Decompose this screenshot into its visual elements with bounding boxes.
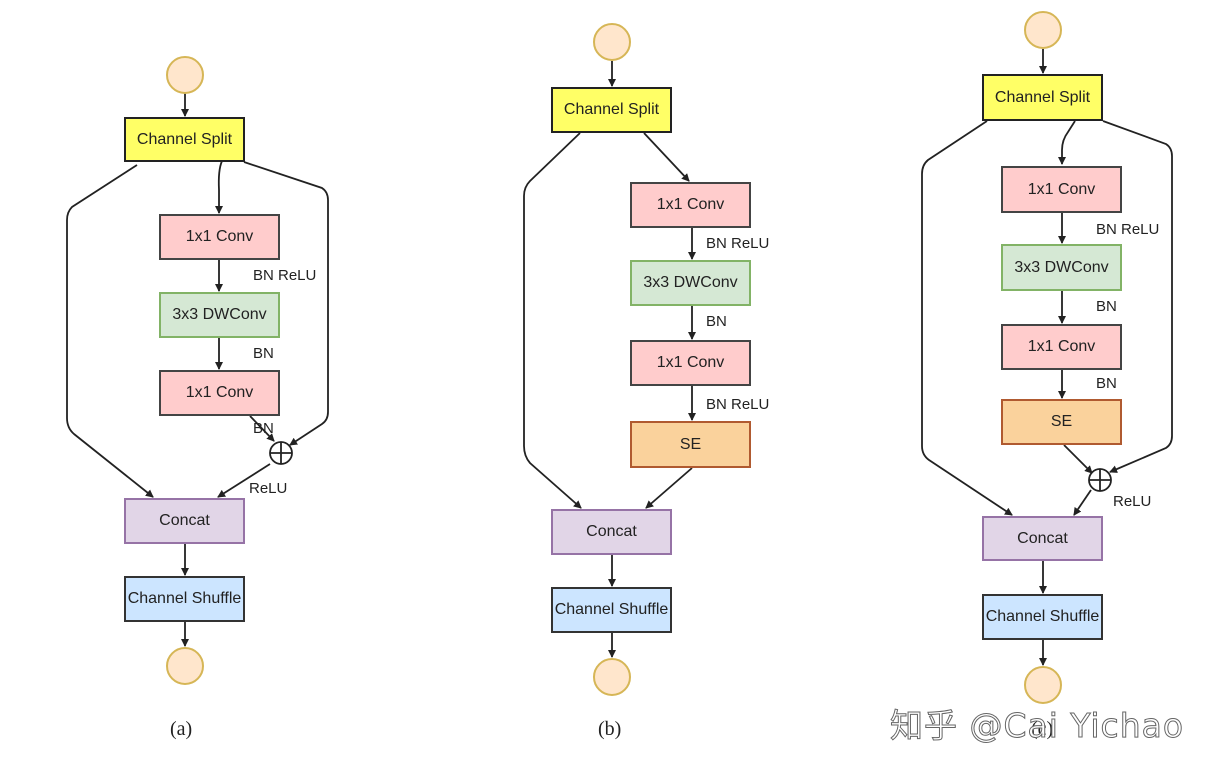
watermark: 知乎 @Cai Yichao bbox=[889, 706, 1185, 746]
dwconv-b-label: 3x3 DWConv bbox=[643, 274, 738, 291]
output-node-b bbox=[593, 658, 631, 696]
conv1x1-a-1-label: 1x1 Conv bbox=[185, 228, 254, 245]
dwconv-b: 3x3 DWConv bbox=[630, 260, 751, 306]
conv1x1-a-2: 1x1 Conv bbox=[159, 370, 280, 416]
label-a-bn-relu: BN ReLU bbox=[253, 267, 317, 284]
label-c-bn-relu: BN ReLU bbox=[1096, 221, 1160, 238]
channel-shuffle-a: Channel Shuffle bbox=[124, 576, 245, 622]
channel-split-c-label: Channel Split bbox=[994, 88, 1091, 106]
channel-split-c: Channel Split bbox=[982, 74, 1103, 121]
concat-a-label: Concat bbox=[159, 512, 210, 529]
channel-split-b-label: Channel Split bbox=[563, 101, 660, 118]
se-block-c-label: SE bbox=[1050, 413, 1073, 430]
concat-b: Concat bbox=[551, 509, 672, 555]
caption-c: (c) bbox=[1031, 718, 1054, 740]
conv1x1-b-2: 1x1 Conv bbox=[630, 340, 751, 386]
caption-b: (b) bbox=[598, 718, 622, 740]
input-node-c bbox=[1024, 11, 1062, 49]
label-c-relu: ReLU bbox=[1113, 493, 1152, 510]
conv1x1-c-2: 1x1 Conv bbox=[1001, 324, 1122, 370]
label-a-bn-2: BN bbox=[253, 420, 274, 437]
conv1x1-c-2-label: 1x1 Conv bbox=[1027, 338, 1096, 355]
output-node-a bbox=[166, 647, 204, 685]
label-a-relu: ReLU bbox=[249, 480, 288, 497]
concat-a: Concat bbox=[124, 498, 245, 544]
dwconv-a: 3x3 DWConv bbox=[159, 292, 280, 338]
label-c-bn-2: BN bbox=[1096, 375, 1117, 392]
label-b-bn-relu-1: BN ReLU bbox=[706, 235, 770, 252]
se-block-b-label: SE bbox=[679, 435, 702, 453]
channel-shuffle-b-label: Channel Shuffle bbox=[554, 601, 669, 618]
conv1x1-b-1-label: 1x1 Conv bbox=[656, 196, 725, 213]
dwconv-a-label: 3x3 DWConv bbox=[172, 306, 267, 323]
channel-shuffle-b: Channel Shuffle bbox=[551, 587, 672, 633]
conv1x1-a-2-label: 1x1 Conv bbox=[185, 384, 254, 401]
label-b-bn: BN bbox=[706, 313, 727, 330]
input-node-b bbox=[593, 23, 631, 61]
channel-split-a-label: Channel Split bbox=[136, 130, 233, 148]
label-b-bn-relu-2: BN ReLU bbox=[706, 396, 770, 413]
dwconv-c: 3x3 DWConv bbox=[1001, 244, 1122, 291]
se-block-b: SE bbox=[630, 421, 751, 468]
conv1x1-b-2-label: 1x1 Conv bbox=[656, 354, 725, 371]
conv1x1-c-1-label: 1x1 Conv bbox=[1027, 180, 1096, 198]
channel-split-b: Channel Split bbox=[551, 87, 672, 133]
channel-shuffle-a-label: Channel Shuffle bbox=[127, 590, 242, 607]
label-c-bn-1: BN bbox=[1096, 298, 1117, 315]
channel-shuffle-c-label: Channel Shuffle bbox=[985, 608, 1100, 625]
dwconv-c-label: 3x3 DWConv bbox=[1014, 258, 1109, 276]
se-block-c: SE bbox=[1001, 399, 1122, 445]
concat-b-label: Concat bbox=[586, 523, 637, 540]
label-a-bn-1: BN bbox=[253, 345, 274, 362]
concat-c: Concat bbox=[982, 516, 1103, 561]
concat-c-label: Concat bbox=[1017, 529, 1068, 547]
caption-a: (a) bbox=[170, 718, 193, 740]
input-node-a bbox=[166, 56, 204, 94]
channel-split-a: Channel Split bbox=[124, 117, 245, 162]
conv1x1-c-1: 1x1 Conv bbox=[1001, 166, 1122, 213]
output-node-c bbox=[1024, 666, 1062, 704]
conv1x1-b-1: 1x1 Conv bbox=[630, 182, 751, 228]
channel-shuffle-c: Channel Shuffle bbox=[982, 594, 1103, 640]
conv1x1-a-1: 1x1 Conv bbox=[159, 214, 280, 260]
